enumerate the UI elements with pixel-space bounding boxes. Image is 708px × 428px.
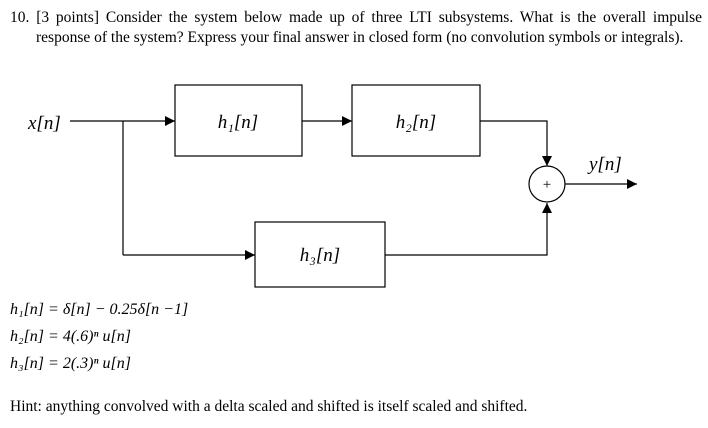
summer-circle <box>528 165 566 203</box>
equation-h2: h₂[n] = 4(.6)ⁿ u[n] <box>10 328 131 345</box>
hint-text: Hint: anything convolved with a delta sc… <box>10 398 528 415</box>
h3-block-label: h₃[n] <box>300 245 340 266</box>
h3-to-summer-wire <box>385 203 552 256</box>
h2-to-summer-wire <box>480 120 552 166</box>
equation-h3: h₃[n] = 2(.3)ⁿ u[n] <box>10 355 131 372</box>
h2-block-label: h₂[n] <box>396 112 436 133</box>
impulse-response-definitions: h₁[n] = δ[n] − 0.25δ[n −1] h₂[n] = 4(.6)… <box>10 296 188 377</box>
input-label: x[n] <box>27 113 61 134</box>
h1-block-label: h₁[n] <box>218 112 258 133</box>
output-label: y[n] <box>587 154 622 175</box>
equation-h1: h₁[n] = δ[n] − 0.25δ[n −1] <box>10 301 189 318</box>
summer-plus-sign: + <box>543 177 551 193</box>
h2-block <box>351 84 481 157</box>
h3-block <box>254 221 386 288</box>
problem-statement: 10. [3 points] Consider the system below… <box>10 9 702 46</box>
h1-block <box>174 84 303 157</box>
